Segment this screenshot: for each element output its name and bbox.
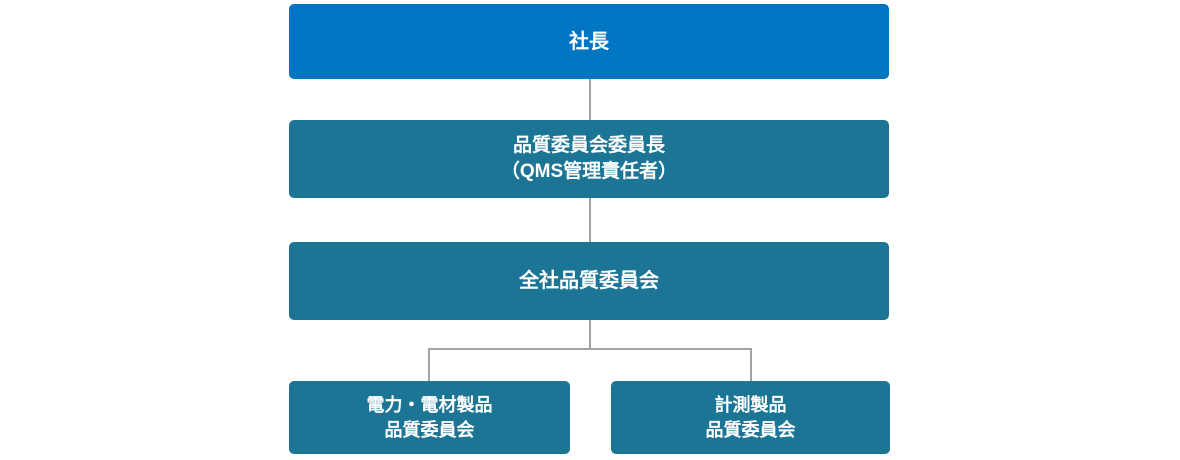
node-measurement-products-quality-committee-label-line2: 品質委員会 [705,419,796,440]
node-president: 社長 [289,4,889,79]
node-company-wide-quality-committee-label: 全社品質委員会 [519,270,659,292]
node-measurement-products-quality-committee: 計測製品 品質委員会 [611,381,890,454]
node-power-electric-products-quality-committee-label-line1: 電力・電材製品 [366,394,493,415]
node-quality-committee-chairman-label-line1: 品質委員会委員長 [512,135,665,156]
node-power-electric-products-quality-committee: 電力・電材製品 品質委員会 [289,381,570,454]
node-company-wide-quality-committee: 全社品質委員会 [289,242,889,320]
node-quality-committee-chairman: 品質委員会委員長 （QMS管理責任者） [289,120,889,198]
connector-companywide-stem [589,320,591,348]
node-president-label: 社長 [569,30,609,53]
connector-chairman-to-companywide [589,198,591,242]
connector-branch-to-power [428,348,430,381]
node-power-electric-products-quality-committee-label-line2: 品質委員会 [384,419,475,440]
connector-branch-horizontal [428,348,752,350]
node-quality-committee-chairman-label-line2: （QMS管理責任者） [500,161,678,182]
connector-president-to-chairman [589,79,591,120]
connector-branch-to-measurement [750,348,752,381]
node-measurement-products-quality-committee-label-line1: 計測製品 [714,394,787,415]
